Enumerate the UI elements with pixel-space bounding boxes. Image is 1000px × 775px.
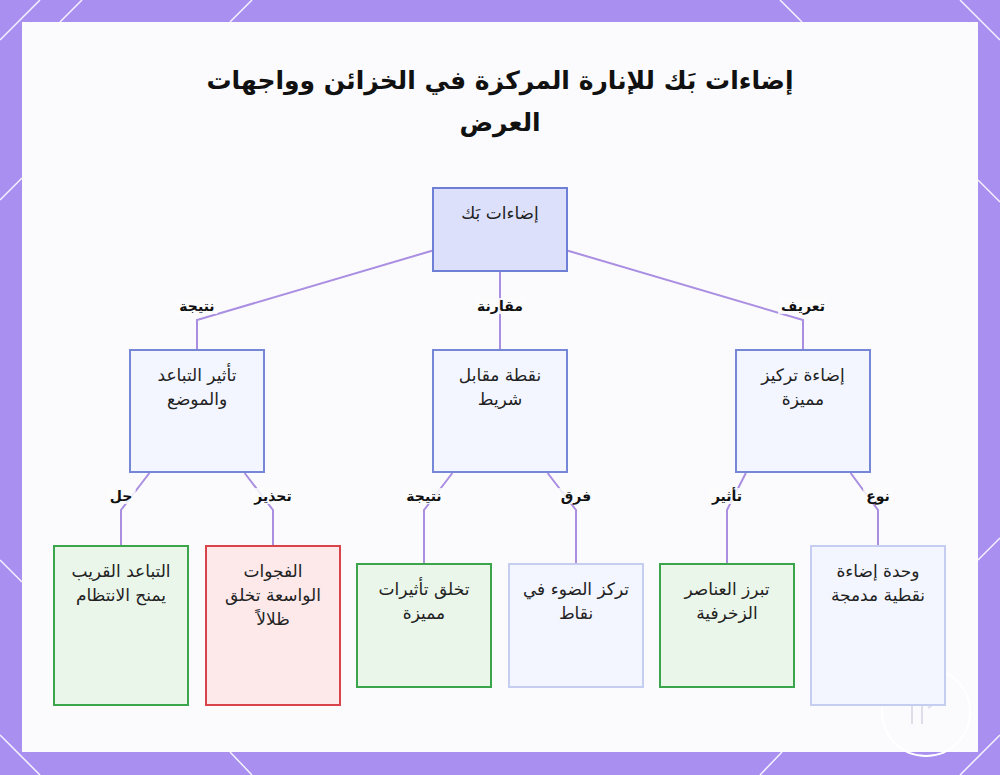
- root-box: إضاءات بَك: [432, 187, 568, 272]
- edge-label: تأثير: [709, 488, 745, 504]
- concept-box: تخلق تأثيرات مميزة: [356, 563, 492, 688]
- edge-label: تحذير: [251, 488, 294, 504]
- connector-line: [424, 473, 452, 563]
- concept-box: نقطة مقابل شريط: [432, 349, 568, 473]
- node-text: إضاءة تركيز مميزة: [747, 363, 859, 411]
- concept-box: تبرز العناصر الزخرفية: [659, 563, 795, 688]
- edge-label: تعريف: [778, 298, 828, 314]
- concept-box: تركز الضوء في نقاط: [508, 563, 644, 688]
- concept-box: إضاءة تركيز مميزة: [735, 349, 871, 473]
- node-text: التباعد القريب يمنح الانتظام: [65, 559, 177, 607]
- edge-label: نتيجة: [176, 298, 217, 314]
- connector-line: [568, 251, 803, 349]
- node-text: تبرز العناصر الزخرفية: [671, 577, 783, 625]
- edge-label: نوع: [863, 488, 893, 504]
- diagram-title: إضاءات بَك للإنارة المركزة في الخزائن وو…: [200, 60, 800, 144]
- concept-box: الفجوات الواسعة تخلق ظلالاً: [205, 545, 341, 706]
- concept-box: وحدة إضاءة نقطية مدمجة: [810, 545, 946, 706]
- connector-line: [548, 473, 576, 563]
- edge-label: مقارنة: [474, 298, 526, 314]
- edge-label: حل: [107, 488, 136, 504]
- connector-line: [197, 251, 432, 349]
- connector-line: [121, 473, 149, 545]
- connector-line: [245, 473, 273, 545]
- node-text: الفجوات الواسعة تخلق ظلالاً: [217, 559, 329, 631]
- concept-box: التباعد القريب يمنح الانتظام: [53, 545, 189, 706]
- concept-box: تأثير التباعد والموضع: [129, 349, 265, 473]
- node-text: إضاءات بَك: [444, 201, 556, 225]
- node-text: وحدة إضاءة نقطية مدمجة: [822, 559, 934, 607]
- edge-label: نتيجة: [403, 488, 444, 504]
- node-text: تخلق تأثيرات مميزة: [368, 577, 480, 625]
- node-text: تركز الضوء في نقاط: [520, 577, 632, 625]
- connector-line: [727, 473, 746, 563]
- connector-line: [851, 473, 878, 545]
- node-text: تأثير التباعد والموضع: [141, 363, 253, 411]
- node-text: نقطة مقابل شريط: [444, 363, 556, 411]
- edge-label: فرق: [558, 488, 594, 504]
